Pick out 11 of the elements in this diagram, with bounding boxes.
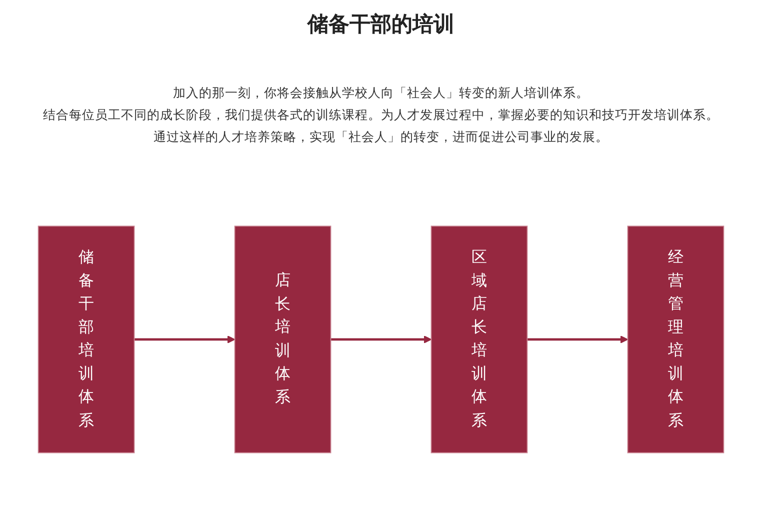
arrow: [330, 335, 432, 344]
title: 储备干部的培训: [308, 11, 454, 38]
node-box: 经营管理培训体系: [627, 226, 724, 454]
intro-text: 通过这样的人才培养策略，实现「社会人」的转变，进而促进公司事业的发展。: [154, 128, 608, 146]
node-box: 区域店长培训体系: [430, 226, 528, 454]
intro-text: 结合每位员工不同的成长阶段，我们提供各式的训练课程。为人才发展过程中，掌握必要的知识和技巧开发培训体系。: [43, 106, 719, 124]
node-box: 店长培训体系: [234, 226, 332, 454]
intro-text: 加入的那一刻，你将会接触从学校人向「社会人」转变的新人培训体系。: [173, 84, 589, 102]
node-box: 储备干部培训体系: [38, 226, 135, 454]
arrow: [134, 335, 236, 344]
arrow: [527, 335, 628, 344]
